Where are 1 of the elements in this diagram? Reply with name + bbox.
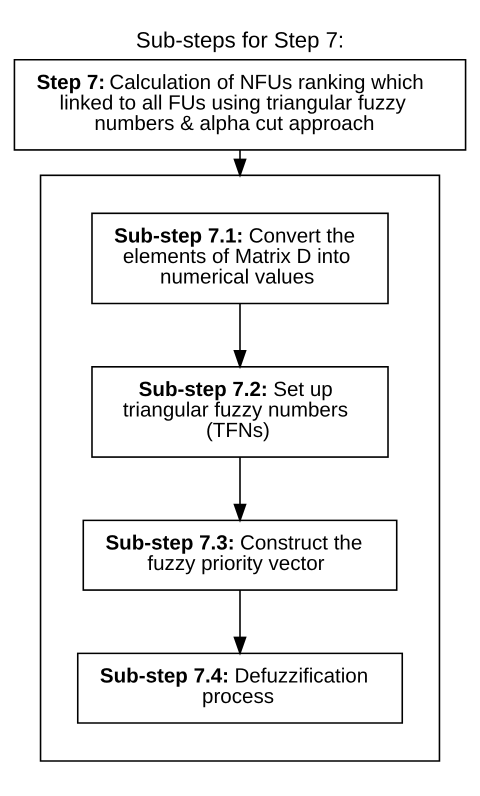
diagram-title: Sub-steps for Step 7: xyxy=(136,26,344,52)
